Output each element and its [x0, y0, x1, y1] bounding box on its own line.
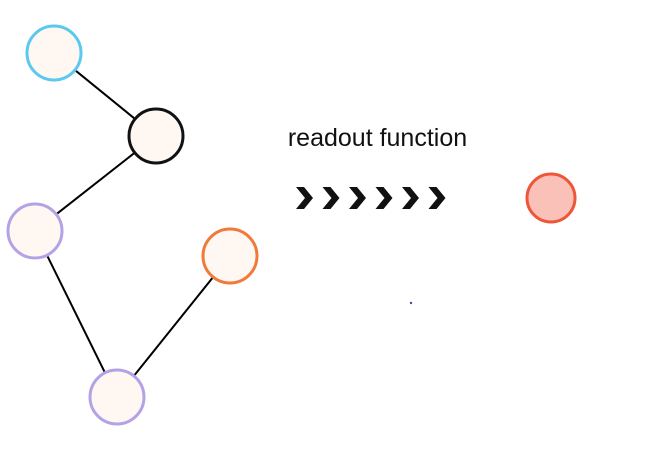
chevron-right-icon — [349, 187, 366, 209]
output-node — [525, 172, 577, 224]
graph-node-n2 — [127, 107, 185, 165]
output-node-group — [525, 172, 577, 224]
chevron-right-icon — [428, 187, 446, 209]
chevron-right-icon — [296, 187, 313, 209]
graph-edge — [56, 152, 135, 215]
graph-edge — [75, 69, 135, 120]
readout-function-label: readout function — [287, 124, 468, 152]
graph-node-n5 — [88, 368, 146, 426]
chevron-right-icon — [375, 187, 393, 209]
graph-edge — [46, 255, 106, 373]
arrow-sequence — [296, 187, 446, 209]
graph-edges — [46, 69, 214, 376]
graph-node-n1 — [25, 24, 83, 82]
graph-node-n3 — [6, 202, 64, 260]
graph-nodes — [6, 24, 259, 426]
chevron-right-icon — [402, 187, 419, 209]
graph-edge — [133, 277, 214, 376]
chevron-right-icon — [322, 187, 340, 209]
stray-dot — [409, 301, 413, 305]
graph-node-n4 — [201, 227, 259, 285]
